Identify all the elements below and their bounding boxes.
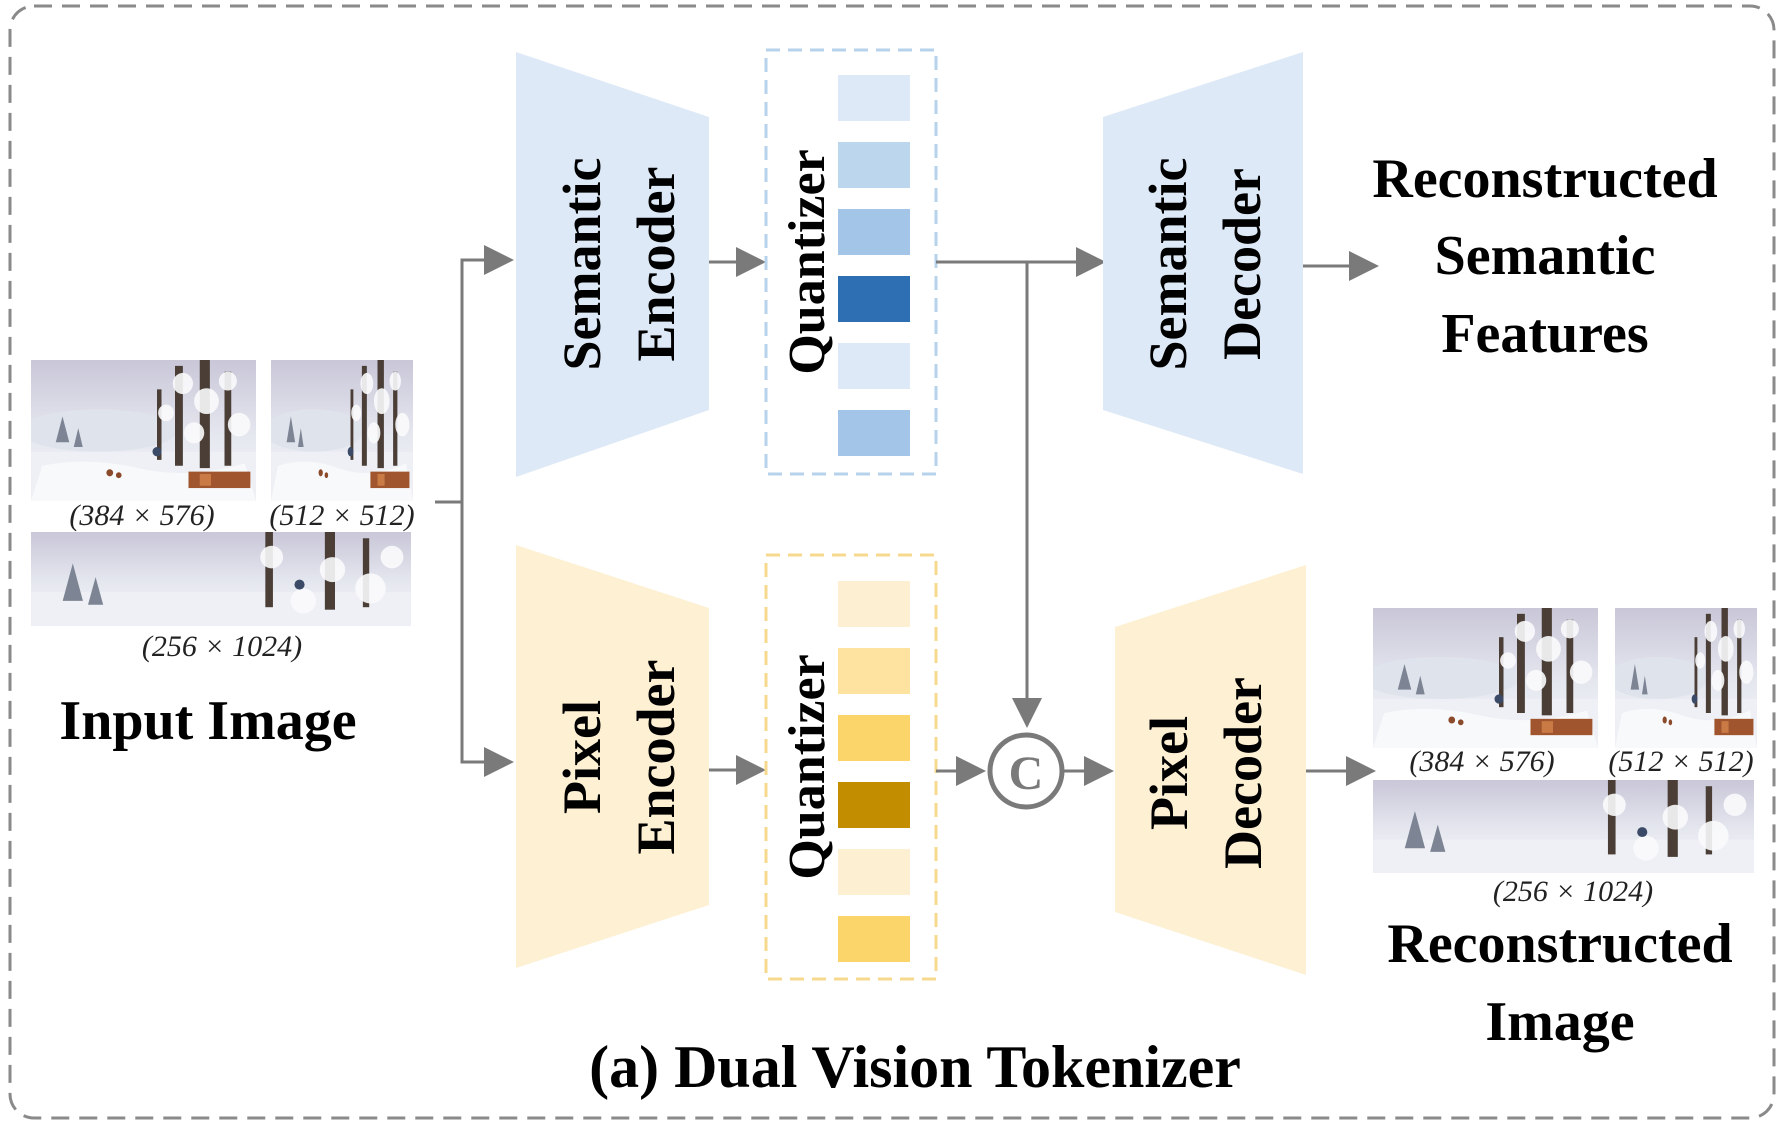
svg-text:Semantic: Semantic (1435, 225, 1656, 287)
svg-text:Semantic: Semantic (552, 158, 612, 371)
output-image-256x1024 (1373, 780, 1754, 873)
semantic-decoder-block (1103, 52, 1303, 474)
svg-text:Semantic: Semantic (1138, 158, 1198, 371)
diagram-caption: (a) Dual Vision Tokenizer (589, 1034, 1241, 1100)
pixel-code-5 (838, 849, 910, 895)
semantic-code-5 (838, 343, 910, 389)
input-images (31, 360, 413, 626)
semantic-code-6 (838, 410, 910, 456)
svg-text:Pixel: Pixel (552, 700, 612, 814)
pixel-decoder-block (1115, 565, 1306, 975)
input-size-label-2: (512 × 512) (269, 499, 414, 532)
semantic-code-1 (838, 75, 910, 121)
semantic-code-3 (838, 209, 910, 255)
pixel-code-6 (838, 916, 910, 962)
semantic-quantizer-label: Quantizer (779, 149, 836, 374)
input-image-label: Input Image (59, 690, 356, 752)
pixel-code-4 (838, 782, 910, 828)
output-size-label-3: (256 × 1024) (1493, 875, 1653, 908)
svg-text:Decoder: Decoder (1212, 168, 1272, 360)
svg-text:Features: Features (1441, 303, 1648, 365)
pixel-quantizer-label: Quantizer (779, 654, 836, 879)
semantic-encoder-block (516, 52, 709, 477)
output-image-512x512 (1615, 608, 1757, 748)
input-image-256x1024 (31, 532, 411, 626)
output-image-384x576 (1373, 608, 1598, 748)
svg-text:Image: Image (1485, 991, 1634, 1053)
pixel-code-1 (838, 581, 910, 627)
pixel-output-label: Reconstructed Image (1387, 913, 1732, 1053)
pixel-code-3 (838, 715, 910, 761)
semantic-decoder-label: Semantic Decoder (1138, 158, 1272, 371)
semantic-codebook (838, 75, 910, 456)
input-image-384x576 (31, 360, 256, 501)
output-size-label-2: (512 × 512) (1608, 745, 1753, 778)
input-size-label-1: (384 × 576) (69, 499, 214, 532)
pixel-encoder-block (516, 545, 709, 968)
pixel-code-2 (838, 648, 910, 694)
input-size-label-3: (256 × 1024) (142, 630, 302, 663)
pixel-encoder-label: Pixel Encoder (552, 660, 686, 855)
svg-text:Decoder: Decoder (1213, 677, 1273, 869)
svg-text:Encoder: Encoder (626, 167, 686, 362)
svg-text:Encoder: Encoder (626, 660, 686, 855)
concat-symbol: C (1009, 747, 1044, 800)
pixel-codebook (838, 581, 910, 962)
input-image-512x512 (271, 360, 413, 501)
output-images (1373, 608, 1757, 873)
svg-text:Reconstructed: Reconstructed (1387, 913, 1732, 975)
output-size-label-1: (384 × 576) (1409, 745, 1554, 778)
semantic-output-label: Reconstructed Semantic Features (1372, 148, 1717, 365)
svg-text:Reconstructed: Reconstructed (1372, 148, 1717, 210)
semantic-code-2 (838, 142, 910, 188)
svg-text:Pixel: Pixel (1139, 716, 1199, 830)
input-split-arrows (435, 245, 514, 777)
semantic-encoder-label: Semantic Encoder (552, 158, 686, 371)
semantic-code-4 (838, 276, 910, 322)
pixel-decoder-label: Pixel Decoder (1139, 677, 1273, 869)
